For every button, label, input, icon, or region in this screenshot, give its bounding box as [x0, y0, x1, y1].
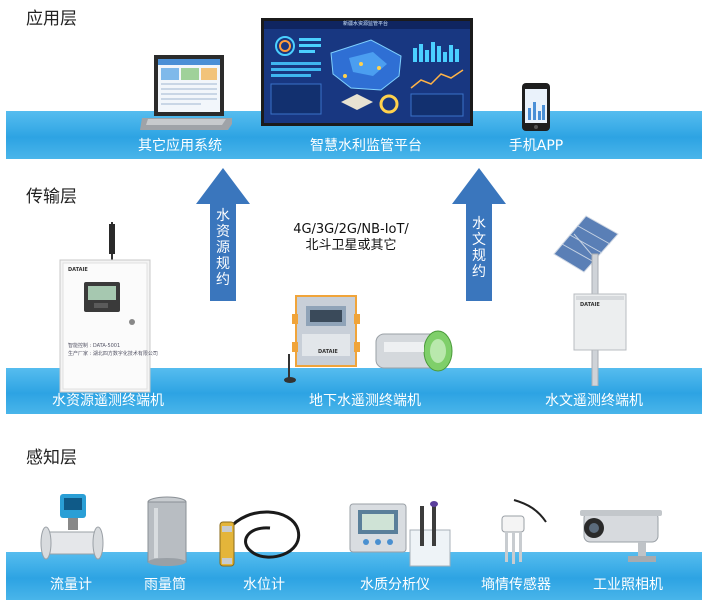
layer-title-application: 应用层 — [26, 9, 77, 29]
app-label-mobile-app: 手机APP — [508, 138, 564, 154]
underground-terminal-icon: DATAIE — [282, 294, 360, 384]
arrow-label-hydrology-protocol: 水 文 规 约 — [472, 216, 486, 280]
terminal-label-hydrology: 水文遥测终端机 — [545, 393, 643, 409]
water-level-gauge-icon — [208, 500, 304, 576]
cabinet-brand: DATAIE — [68, 267, 88, 273]
terminal-label-water-resource: 水资源遥测终端机 — [52, 393, 164, 409]
water-quality-analyzer-icon — [346, 500, 454, 570]
terminal-label-underground: 地下水遥测终端机 — [309, 393, 421, 409]
layer-title-perception: 感知层 — [26, 448, 77, 468]
sensor-label-water-level-gauge: 水位计 — [243, 577, 285, 593]
water-sensor-cylinder-icon — [372, 324, 460, 374]
network-line-1: 4G/3G/2G/NB-IoT/ — [293, 222, 409, 237]
sensor-label-water-quality-analyzer: 水质分析仪 — [360, 577, 430, 593]
sensor-label-flow-meter: 流量计 — [50, 577, 92, 593]
app-label-platform: 智慧水利监管平台 — [310, 138, 422, 154]
layer-title-transmission: 传输层 — [26, 187, 77, 207]
arrow-label-water-resource-protocol: 水 资 源 规 约 — [216, 208, 230, 288]
flow-meter-icon — [40, 492, 104, 568]
monitoring-screen-icon: 新疆水资源监管平台 — [261, 18, 473, 126]
cabinet-panel-line-1: 智能控制 : DATA-5001 — [68, 343, 121, 349]
hydrology-terminal-icon: DATAIE — [548, 214, 634, 387]
screen-title: 新疆水资源监管平台 — [343, 21, 389, 27]
network-options: 4G/3G/2G/NB-IoT/ 北斗卫星或其它 — [276, 222, 426, 254]
app-label-other-systems: 其它应用系统 — [138, 138, 222, 154]
sensor-label-soil-moisture-sensor: 墒情传感器 — [481, 577, 551, 593]
soil-moisture-sensor-icon — [478, 496, 550, 568]
sensor-label-rain-gauge: 雨量筒 — [144, 577, 186, 593]
arrow-up-right — [452, 168, 506, 301]
cabinet-panel-line-2: 生产厂家 : 湖北四方数字化技术有限公司 — [68, 351, 158, 357]
underground-terminal-brand: DATAIE — [318, 349, 338, 355]
perception-band — [6, 552, 702, 600]
industrial-camera-icon — [578, 508, 668, 566]
phone-icon — [521, 82, 551, 132]
sensor-label-industrial-camera: 工业照相机 — [593, 577, 663, 593]
water-resource-cabinet-icon: DATAIE 智能控制 : DATA-5001 生产厂家 : 湖北四方数字化技术… — [58, 222, 158, 394]
hydrology-terminal-brand: DATAIE — [580, 302, 600, 308]
rain-gauge-icon — [146, 496, 188, 566]
laptop-icon — [138, 52, 236, 132]
network-line-2: 北斗卫星或其它 — [305, 238, 397, 253]
arrow-up-left — [196, 168, 250, 301]
